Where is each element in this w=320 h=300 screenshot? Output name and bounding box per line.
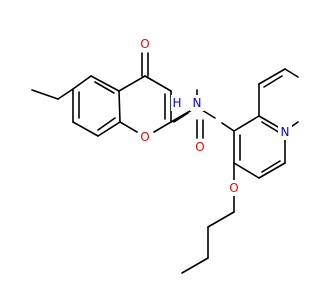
bond: [57, 88, 74, 100]
bond: [221, 122, 235, 132]
bond: [119, 121, 138, 133]
bond: [153, 121, 172, 133]
bond-lines: [31, 52, 299, 274]
atom-labels: O O O N H N O: [138, 36, 292, 196]
bond: [258, 68, 286, 85]
amide-nitrogen-label: N: [193, 96, 202, 110]
bond: [94, 81, 115, 94]
bond: [144, 75, 172, 92]
bond: [31, 89, 59, 100]
bond: [263, 75, 283, 88]
amide-oxygen-label: O: [195, 140, 204, 154]
bond: [233, 162, 260, 179]
bond: [90, 75, 120, 92]
bond: [118, 90, 121, 123]
ether-oxygen-label: O: [229, 181, 238, 195]
molecule-canvas: O O O N H N O: [31, 36, 299, 274]
molecule-drawing: O O O N H N O: [31, 36, 299, 274]
bond: [72, 121, 99, 137]
bond: [207, 211, 235, 228]
bond: [284, 68, 299, 78]
ring-oxygen-label: O: [140, 130, 149, 144]
bond: [72, 75, 92, 90]
bond: [97, 121, 121, 137]
bond: [261, 160, 281, 173]
amide-hydrogen-label: H: [172, 96, 181, 110]
bond: [118, 75, 146, 92]
quinoline-nitrogen-label: N: [281, 125, 290, 139]
bond: [258, 162, 286, 179]
bond: [97, 117, 116, 131]
bond: [173, 112, 189, 123]
bond: [233, 115, 260, 132]
bond: [181, 257, 209, 274]
carbonyl-oxygen-label: O: [140, 37, 149, 51]
bond: [261, 121, 281, 134]
